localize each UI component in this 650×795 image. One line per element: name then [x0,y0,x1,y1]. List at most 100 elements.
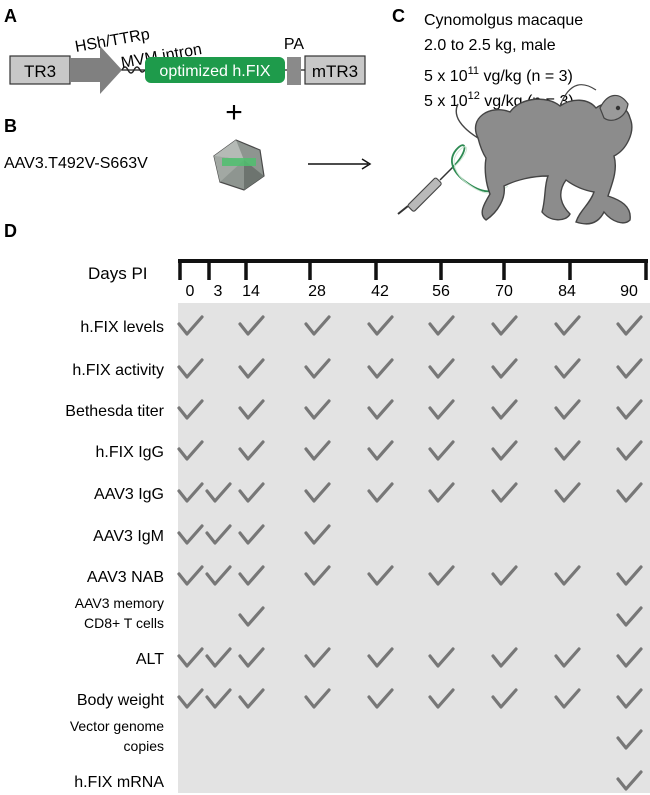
check-icon [616,565,643,586]
check-icon [491,440,518,461]
check-icon [177,482,204,503]
dose-1-label: 5 x 1011 vg/kg (n = 3) [424,65,573,85]
check-icon [304,440,331,461]
row-label: Body weight [77,692,165,709]
check-icon [238,524,265,545]
row-label: AAV3 IgG [94,486,164,503]
check-icon [616,399,643,420]
check-icon [554,482,581,503]
check-icon [304,524,331,545]
check-icon [554,315,581,336]
row-label: AAV3 IgM [93,528,164,545]
panel-a-letter: A [4,6,17,26]
check-icon [554,565,581,586]
check-icon [304,399,331,420]
check-icon [491,647,518,668]
check-icon [304,688,331,709]
row-label: Bethesda titer [65,403,164,420]
species-label: Cynomolgus macaque [424,12,583,29]
panel-d-letter: D [4,221,17,241]
check-icon [367,399,394,420]
check-icon [177,688,204,709]
arrow-head-icon [361,158,372,170]
check-icon [616,315,643,336]
check-icon [177,524,204,545]
check-icon [554,647,581,668]
promoter-arrow [70,46,122,94]
day-label-3: 3 [214,283,223,300]
check-icon [428,565,455,586]
row-label: h.FIX IgG [96,444,164,461]
check-icon [554,440,581,461]
check-icon [554,688,581,709]
gene-box [145,57,285,83]
check-icon [238,688,265,709]
check-icon [428,482,455,503]
check-icon [238,482,265,503]
check-icon [554,399,581,420]
weight-label: 2.0 to 2.5 kg, male [424,37,556,54]
days-axis-label: Days PI [88,264,148,283]
check-icon [616,482,643,503]
check-icon [428,440,455,461]
check-icon [177,315,204,336]
check-icon [616,647,643,668]
check-icon [177,565,204,586]
plus-sign: + [225,96,243,129]
day-label-14: 14 [242,283,260,300]
row-label: CD8+ T cells [84,615,164,631]
check-icon [177,440,204,461]
pa-box [287,57,301,85]
day-label-0: 0 [186,283,195,300]
check-icon [367,440,394,461]
gene-label: optimized h.FIX [159,63,270,80]
check-icon [304,315,331,336]
check-icon [205,524,232,545]
check-icon [491,482,518,503]
day-label-70: 70 [495,283,513,300]
check-icon [205,688,232,709]
row-label: copies [124,738,164,754]
check-icon [177,647,204,668]
check-icon [205,482,232,503]
check-icon [304,647,331,668]
pa-label: PA [284,36,304,53]
check-icon [554,358,581,379]
check-icon [616,440,643,461]
grid-background [178,303,650,793]
check-icon [205,565,232,586]
checkmarks [177,315,643,791]
check-icon [491,688,518,709]
check-icon [177,358,204,379]
intron-squiggle [121,66,146,74]
row-label: AAV3 memory [75,595,164,611]
check-icon [616,688,643,709]
check-icon [367,647,394,668]
check-icon [491,315,518,336]
check-icon [238,399,265,420]
timeline-ticks [178,259,648,280]
panel-c-letter: C [392,6,405,26]
check-icon [491,565,518,586]
check-icon [428,358,455,379]
day-label-84: 84 [558,283,576,300]
check-icon [304,358,331,379]
row-label: h.FIX mRNA [74,774,164,791]
check-icon [238,647,265,668]
check-icon [304,482,331,503]
check-icon [238,315,265,336]
check-icon [304,565,331,586]
check-icon [238,606,265,627]
panel-b-letter: B [4,116,17,136]
day-label-42: 42 [371,283,389,300]
check-icon [238,565,265,586]
row-label: h.FIX levels [80,319,164,336]
tr3-label: TR3 [24,62,56,81]
check-icon [428,647,455,668]
check-icon [616,606,643,627]
check-icon [367,688,394,709]
capsid-icon [213,139,265,191]
day-label-28: 28 [308,283,326,300]
check-icon [491,399,518,420]
